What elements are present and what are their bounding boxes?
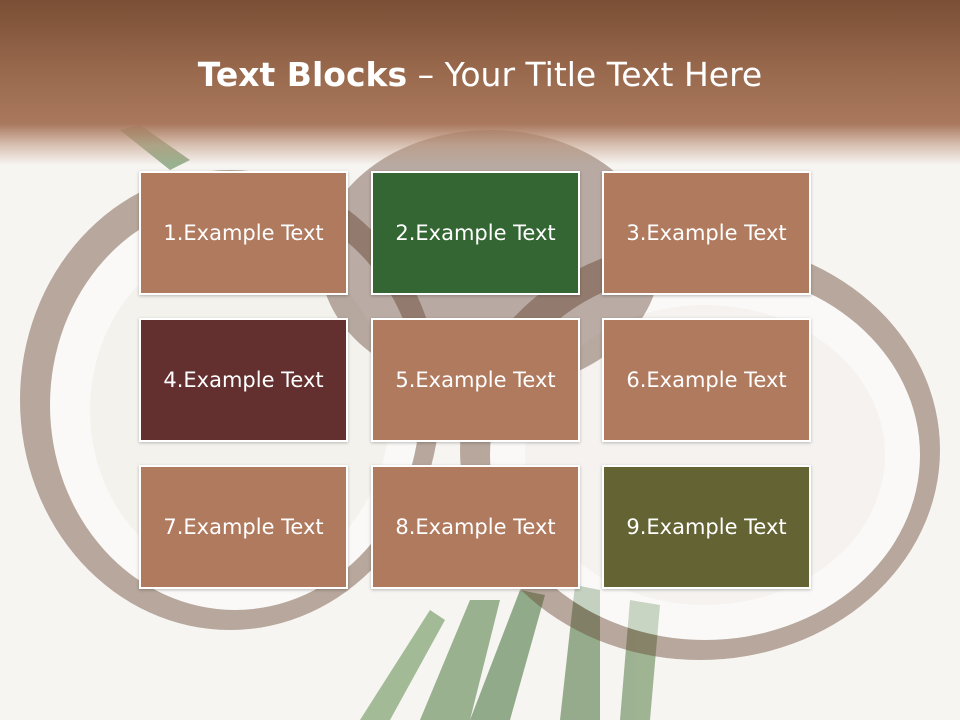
- text-block-label: 9.Example Text: [626, 515, 787, 539]
- text-block-label: 5.Example Text: [395, 368, 556, 392]
- text-block-7[interactable]: 7.Example Text: [139, 465, 348, 589]
- text-block-5[interactable]: 5.Example Text: [371, 318, 580, 442]
- text-block-label: 6.Example Text: [626, 368, 787, 392]
- text-block-label: 8.Example Text: [395, 515, 556, 539]
- text-block-1[interactable]: 1.Example Text: [139, 171, 348, 295]
- text-block-label: 1.Example Text: [163, 221, 324, 245]
- title-separator: –: [407, 55, 445, 94]
- text-block-8[interactable]: 8.Example Text: [371, 465, 580, 589]
- title-rest-part: Your Title Text Here: [444, 55, 763, 94]
- text-block-label: 7.Example Text: [163, 515, 324, 539]
- text-block-3[interactable]: 3.Example Text: [602, 171, 811, 295]
- text-block-6[interactable]: 6.Example Text: [602, 318, 811, 442]
- text-block-label: 3.Example Text: [626, 221, 787, 245]
- slide-title: Text Blocks – Your Title Text Here: [0, 52, 960, 98]
- text-block-4[interactable]: 4.Example Text: [139, 318, 348, 442]
- title-bold-part: Text Blocks: [197, 55, 408, 94]
- text-block-9[interactable]: 9.Example Text: [602, 465, 811, 589]
- text-block-2[interactable]: 2.Example Text: [371, 171, 580, 295]
- leaf-shapes: [120, 125, 660, 720]
- title-banner: [0, 0, 960, 165]
- text-block-label: 2.Example Text: [395, 221, 556, 245]
- text-block-label: 4.Example Text: [163, 368, 324, 392]
